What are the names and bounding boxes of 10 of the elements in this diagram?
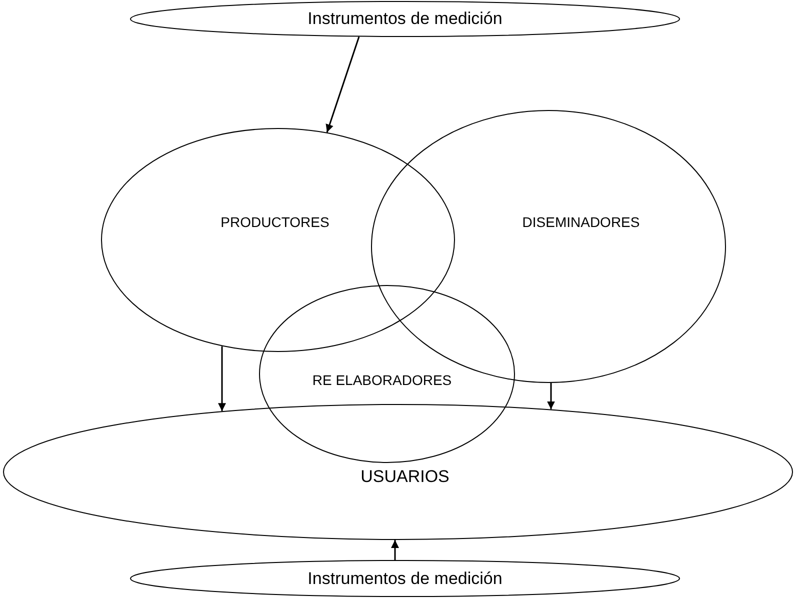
node-label: DISEMINADORES <box>522 214 640 230</box>
arrow <box>547 382 555 410</box>
node-label: Instrumentos de medición <box>308 569 502 589</box>
node-label: Instrumentos de medición <box>308 9 502 29</box>
arrow <box>391 540 399 560</box>
node-label: PRODUCTORES <box>220 214 330 230</box>
node-label: RE ELABORADORES <box>312 372 452 388</box>
arrow <box>218 346 226 412</box>
arrow <box>326 36 360 133</box>
node-label: USUARIOS <box>360 467 450 487</box>
